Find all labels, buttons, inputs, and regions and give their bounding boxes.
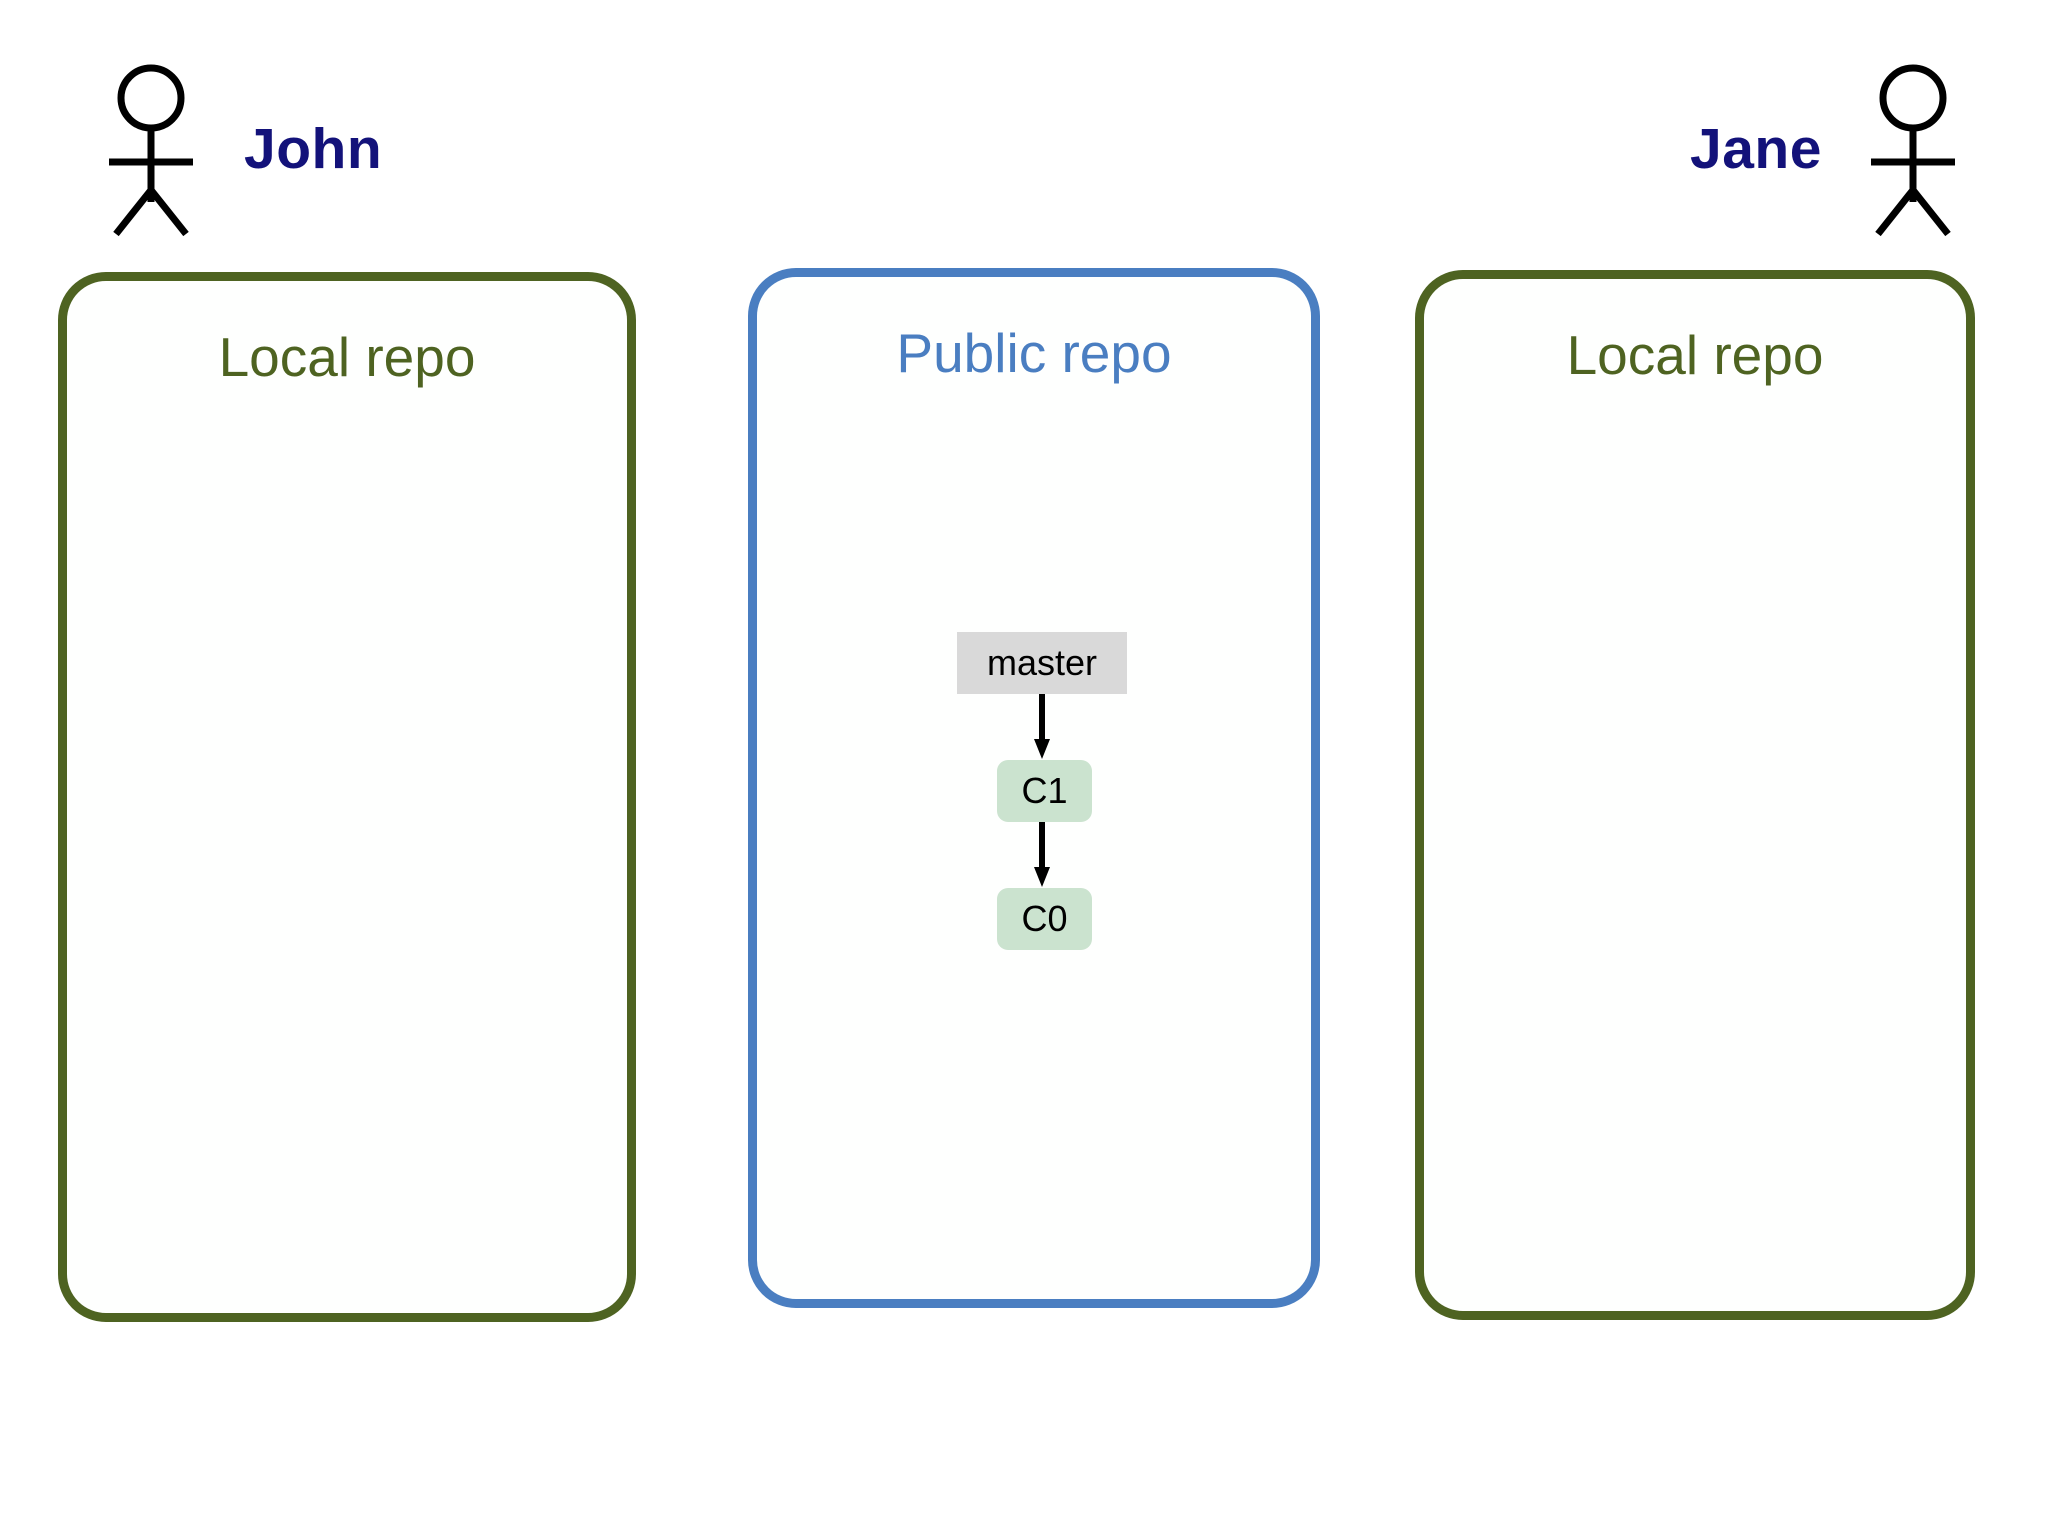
actor-jane-label: Jane xyxy=(1690,117,1822,181)
stick-figure-icon xyxy=(109,64,193,237)
panel-jane-local-repo-title: Local repo xyxy=(1566,324,1824,386)
edge-master-to-c1 xyxy=(1034,694,1050,759)
panel-john-local-repo: Local repo xyxy=(58,272,636,1322)
edge-c1-to-c0 xyxy=(1034,822,1050,887)
panel-john-local-repo-title: Local repo xyxy=(218,326,476,388)
actor-john-label: John xyxy=(244,117,383,181)
actor-jane: Jane xyxy=(1690,62,1968,237)
commit-node-c0[interactable]: C0 xyxy=(997,888,1092,950)
actor-john: John xyxy=(96,62,382,237)
panel-jane-local-repo: Local repo xyxy=(1415,270,1975,1320)
panel-public-repo-title: Public repo xyxy=(896,322,1172,384)
commit-node-c1[interactable]: C1 xyxy=(997,760,1092,822)
stick-figure-icon xyxy=(1870,64,1955,237)
panel-public-repo: Public repo master C1 C0 xyxy=(748,268,1320,1308)
branch-label-master[interactable]: master xyxy=(957,632,1127,694)
